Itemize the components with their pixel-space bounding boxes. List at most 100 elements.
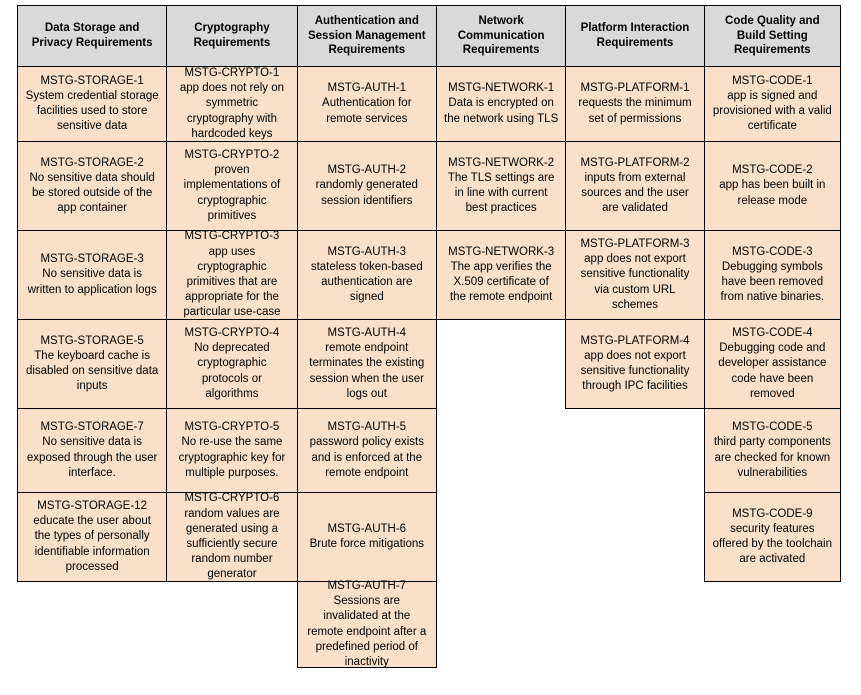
requirement-id: MSTG-NETWORK-1 — [448, 82, 555, 95]
requirement-description: proven implementations of cryptographic … — [183, 164, 281, 222]
requirement-id: MSTG-CODE-9 — [732, 507, 813, 520]
requirement-description: No deprecated cryptographic protocols or… — [194, 342, 270, 400]
table-column-auth: Authentication and Session Management Re… — [296, 5, 437, 668]
requirement-id: MSTG-STORAGE-2 — [40, 156, 144, 169]
requirement-id: MSTG-CRYPTO-1 — [184, 67, 280, 80]
requirement-id: MSTG-CRYPTO-3 — [184, 230, 280, 243]
requirement-description: No sensitive data is exposed through the… — [26, 436, 158, 479]
requirement-id: MSTG-AUTH-4 — [327, 327, 407, 340]
requirement-description: No re-use the same cryptographic key for… — [178, 436, 286, 479]
requirement-id: MSTG-AUTH-6 — [327, 522, 407, 535]
requirement-id: MSTG-STORAGE-12 — [37, 500, 147, 513]
requirement-id: MSTG-STORAGE-1 — [40, 74, 144, 87]
requirement-id: MSTG-STORAGE-7 — [40, 421, 144, 434]
table-cell: MSTG-CODE-1 app is signed and provisioned… — [703, 66, 841, 142]
requirement-description: app is signed and provisioned with a val… — [712, 89, 832, 133]
requirement-description: third party components are checked for k… — [713, 436, 831, 479]
requirement-description: Sessions are invalidated at the remote e… — [307, 595, 427, 668]
requirement-description: The TLS settings are in line with curren… — [447, 171, 555, 215]
requirement-description: Debugging symbols have been removed from… — [720, 260, 825, 304]
requirement-id: MSTG-CODE-4 — [732, 327, 813, 340]
requirement-description: Debugging code and developer assistance … — [718, 342, 827, 400]
table-cell: MSTG-CRYPTO-2 proven implementations of c… — [166, 141, 298, 231]
requirement-id: MSTG-CRYPTO-5 — [184, 421, 280, 434]
requirement-description: app does not export sensitive functional… — [580, 349, 690, 393]
column-header-platform: Platform Interaction Requirements — [565, 5, 705, 67]
requirement-description: requests the minimum set of permissions — [578, 97, 692, 125]
requirement-id: MSTG-AUTH-7 — [327, 579, 407, 592]
column-header-crypto: Cryptography Requirements — [166, 5, 298, 67]
table-cell: MSTG-AUTH-3 stateless token-based authent… — [296, 230, 437, 320]
table-cell: MSTG-CRYPTO-5 No re-use the same cryptogr… — [166, 408, 298, 493]
requirement-description: randomly generated session identifiers — [315, 179, 418, 207]
table-column-code: Code Quality and Build Setting Requireme… — [703, 5, 841, 582]
table-cell: MSTG-STORAGE-2 No sensitive data should b… — [17, 141, 168, 231]
requirement-description: Authentication for remote services — [322, 97, 412, 125]
column-header-storage: Data Storage and Privacy Requirements — [17, 5, 168, 67]
requirement-description: app uses cryptographic primitives that a… — [183, 245, 281, 319]
requirement-id: MSTG-NETWORK-3 — [448, 245, 555, 258]
requirement-id: MSTG-CRYPTO-6 — [184, 492, 280, 505]
column-header-network: Network Communication Requirements — [435, 5, 567, 67]
requirement-id: MSTG-STORAGE-3 — [40, 253, 144, 266]
requirement-description: No sensitive data should be stored outsi… — [29, 171, 155, 215]
table-cell: MSTG-CRYPTO-1 app does not rely on symmet… — [166, 66, 298, 142]
table-cell: MSTG-CODE-5 third party components are ch… — [703, 408, 841, 493]
requirement-description: app has been built in release mode — [719, 179, 826, 207]
requirement-description: The app verifies the X.509 certificate o… — [449, 260, 553, 304]
requirement-id: MSTG-PLATFORM-4 — [580, 334, 690, 347]
table-cell: MSTG-CODE-9 security features offered by … — [703, 492, 841, 582]
column-header-auth: Authentication and Session Management Re… — [296, 5, 437, 67]
requirement-id: MSTG-CODE-5 — [732, 421, 813, 434]
requirement-id: MSTG-AUTH-3 — [327, 245, 407, 258]
requirement-id: MSTG-AUTH-5 — [327, 421, 407, 434]
requirement-id: MSTG-NETWORK-2 — [448, 156, 555, 169]
requirement-description: Data is encrypted on the network using T… — [444, 97, 559, 125]
table-cell: MSTG-PLATFORM-4 app does not export sensi… — [565, 319, 705, 409]
column-header-code: Code Quality and Build Setting Requireme… — [703, 5, 841, 67]
requirement-id: MSTG-AUTH-2 — [327, 164, 407, 177]
requirement-description: stateless token-based authentication are… — [310, 260, 423, 304]
table-cell: MSTG-STORAGE-7 No sensitive data is expos… — [17, 408, 168, 493]
table-cell: MSTG-CRYPTO-3 app uses cryptographic prim… — [166, 230, 298, 320]
requirement-id: MSTG-CODE-1 — [732, 74, 813, 87]
requirement-id: MSTG-CODE-3 — [732, 245, 813, 258]
requirement-id: MSTG-CODE-2 — [732, 164, 813, 177]
requirement-id: MSTG-PLATFORM-1 — [580, 82, 690, 95]
requirement-description: security features offered by the toolcha… — [712, 522, 832, 566]
requirement-id: MSTG-CRYPTO-4 — [184, 327, 280, 340]
requirement-id: MSTG-STORAGE-5 — [40, 334, 144, 347]
table-cell: MSTG-AUTH-5 password policy exists and is… — [296, 408, 437, 493]
requirement-description: password policy exists and is enforced a… — [309, 436, 424, 479]
requirement-description: remote endpoint terminates the existing … — [309, 342, 425, 400]
table-cell: MSTG-CODE-2 app has been built in release… — [703, 141, 841, 231]
table-cell: MSTG-CRYPTO-4 No deprecated cryptographic… — [166, 319, 298, 409]
table-cell: MSTG-PLATFORM-1 requests the minimum set … — [565, 66, 705, 142]
requirement-description: Brute force mitigations — [309, 538, 424, 550]
requirement-id: MSTG-AUTH-1 — [327, 82, 407, 95]
requirement-id: MSTG-PLATFORM-3 — [580, 238, 690, 251]
requirement-id: MSTG-PLATFORM-2 — [580, 156, 690, 169]
requirement-id: MSTG-CRYPTO-2 — [184, 149, 280, 162]
requirement-description: app does not rely on symmetric cryptogra… — [179, 82, 285, 140]
